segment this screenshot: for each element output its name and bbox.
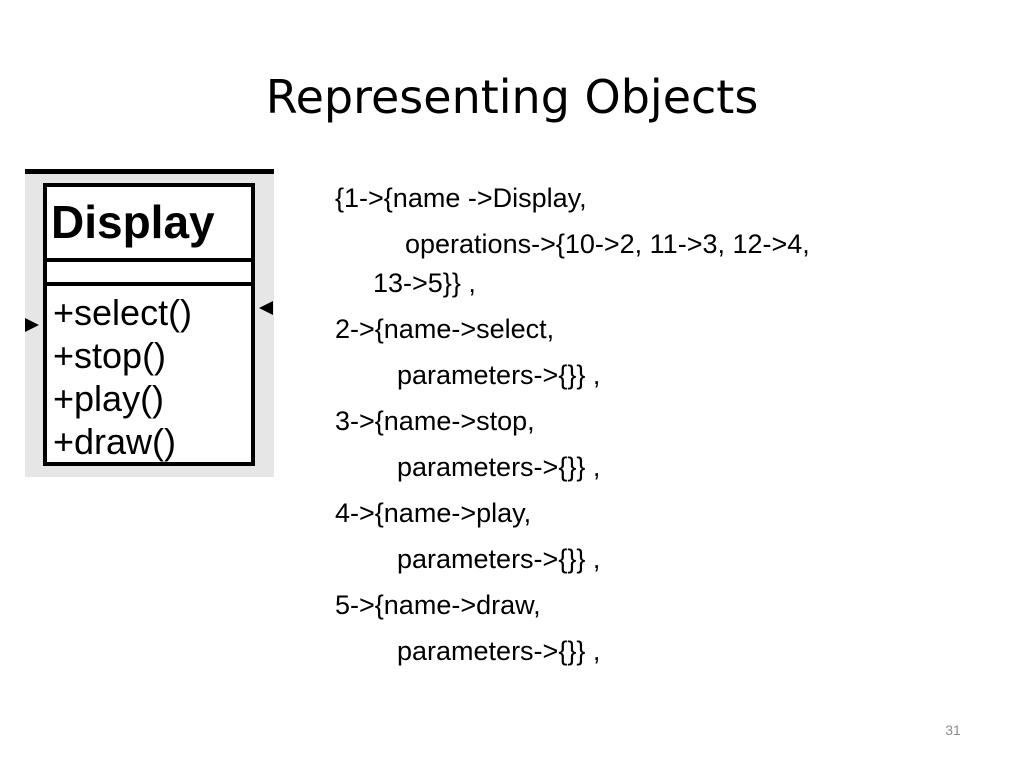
page-number: 31: [945, 722, 961, 738]
code-line: parameters->{}} ,: [397, 636, 601, 666]
uml-operation: +play(): [53, 378, 165, 419]
uml-operation: +draw(): [53, 421, 177, 462]
code-line: 5->{name->draw,: [335, 590, 541, 620]
code-line: {1->{name ->Display,: [335, 183, 587, 213]
code-line: 13->5}} ,: [373, 268, 476, 298]
code-line: 4->{name->play,: [335, 498, 532, 528]
slide-title: Representing Objects: [265, 70, 759, 124]
diagram-top-border: [25, 169, 274, 174]
code-line: parameters->{}} ,: [397, 360, 601, 390]
code-line: parameters->{}} ,: [397, 544, 601, 574]
incoming-arrow-left-icon: [25, 318, 39, 332]
code-line: parameters->{}} ,: [397, 452, 601, 482]
incoming-arrow-right-icon: [259, 301, 273, 315]
code-line: 3->{name->stop,: [335, 406, 535, 436]
uml-class-diagram: Display +select() +stop() +play() +draw(…: [25, 169, 274, 477]
code-line: operations->{10->2, 11->3, 12->4,: [405, 229, 810, 259]
code-line: 2->{name->select,: [335, 314, 555, 344]
uml-operation: +stop(): [53, 335, 167, 376]
uml-class-name: Display: [47, 187, 251, 262]
uml-attributes-compartment: [47, 262, 251, 286]
uml-operation: +select(): [53, 292, 193, 333]
uml-operations-compartment: +select() +stop() +play() +draw(): [53, 291, 192, 463]
uml-class-box: Display +select() +stop() +play() +draw(…: [43, 183, 255, 466]
